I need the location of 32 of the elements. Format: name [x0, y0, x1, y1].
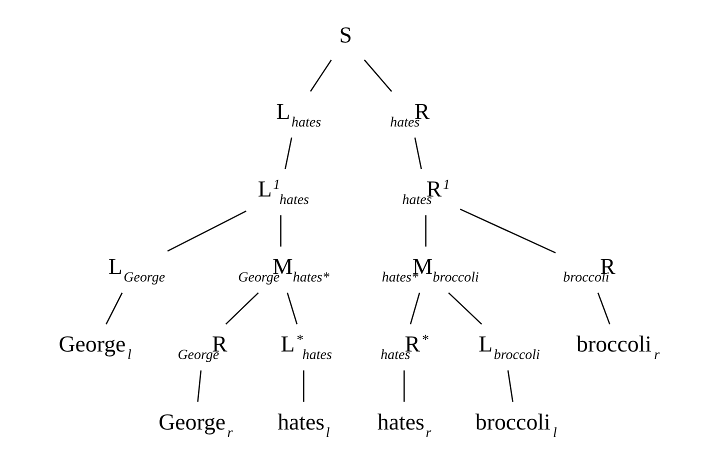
- connector: [414, 136, 422, 169]
- connector: [424, 214, 426, 246]
- node-text: broccoli$_{r}$: [576, 331, 660, 363]
- connector: [596, 292, 610, 324]
- node-text: hates$_{r}$: [376, 408, 431, 440]
- connector: [280, 214, 281, 246]
- node-text: $_{hates}$R: [390, 98, 430, 130]
- connector: [309, 59, 332, 92]
- node-text: $_{hates}$R$^{*}$: [380, 331, 428, 363]
- node-text: L$_{George}$: [108, 254, 165, 286]
- connector: [302, 370, 304, 402]
- connector: [196, 370, 202, 402]
- node-text: L$_{hates}$: [276, 98, 321, 130]
- connector: [105, 292, 122, 324]
- node-text: $_{hates}$R$^{1}$: [402, 176, 450, 208]
- node-text: hates$_{l}$: [277, 408, 330, 440]
- connector: [286, 292, 298, 324]
- connector: [506, 370, 513, 402]
- node-text: broccoli$_{l}$: [474, 408, 556, 440]
- connector: [284, 136, 292, 169]
- node-text: L$_{broccoli}$: [478, 331, 540, 363]
- connector: [403, 370, 404, 402]
- node-text: S: [338, 22, 352, 48]
- node-text: $_{hates*}$M$_{broccoli}$: [381, 254, 478, 286]
- connector: [166, 210, 246, 252]
- connector: [459, 208, 556, 253]
- connector: [363, 59, 392, 92]
- connector: [448, 292, 482, 324]
- node-text: George$_{l}$: [58, 331, 131, 363]
- connector: [409, 292, 420, 324]
- connector: [224, 292, 258, 324]
- node-text: George$_{r}$: [158, 408, 232, 440]
